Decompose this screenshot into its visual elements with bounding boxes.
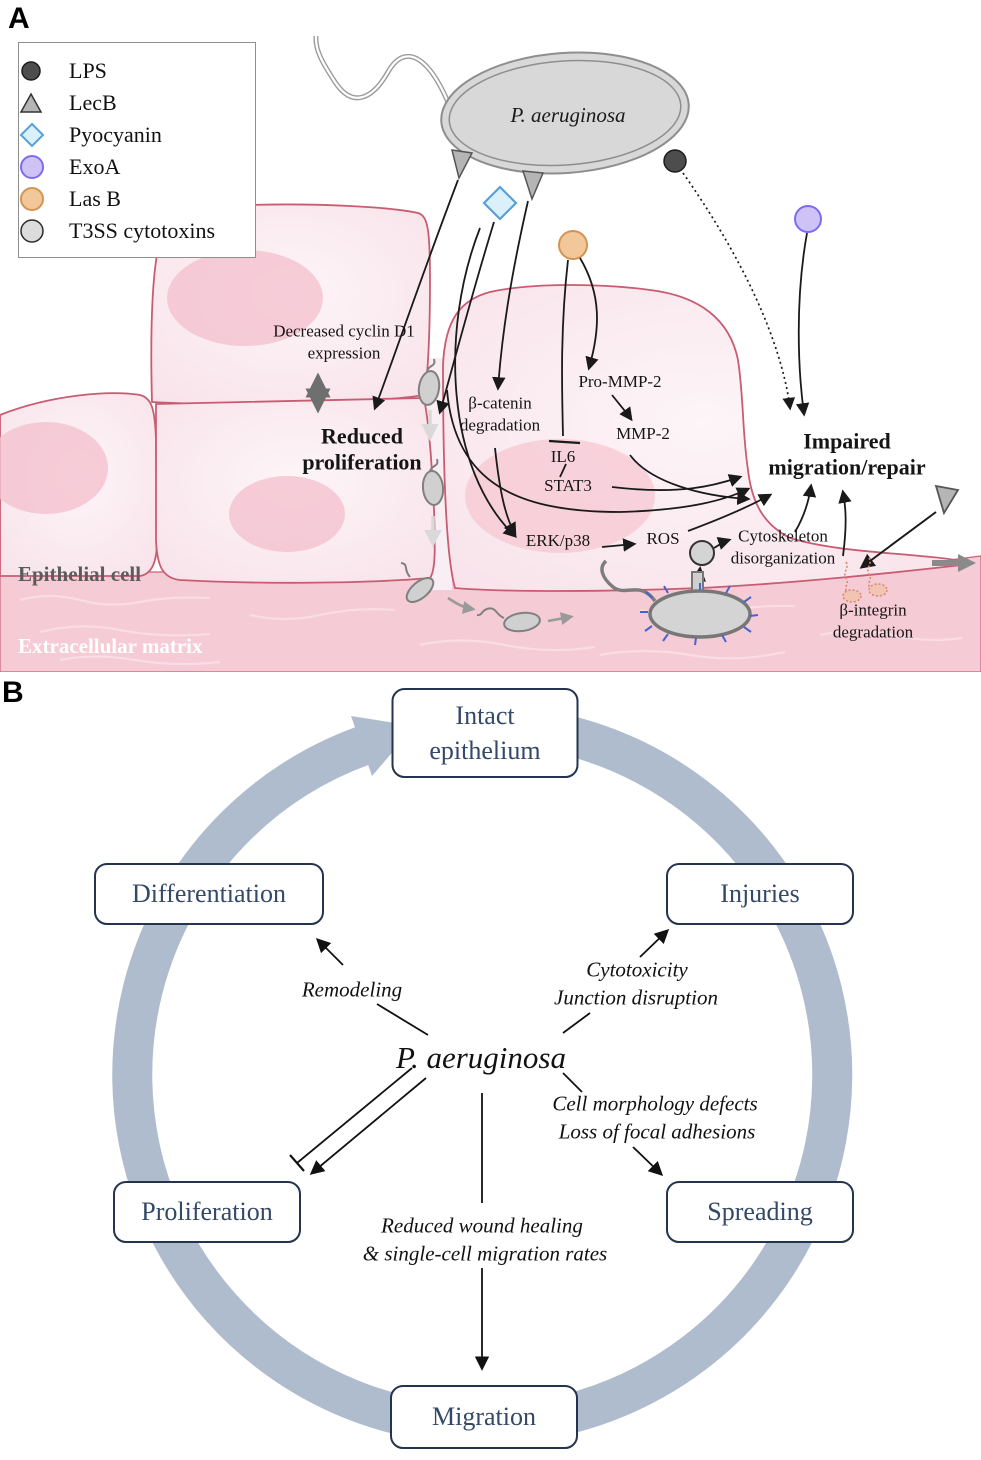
lps-dotted-arrow [682, 172, 796, 411]
edge-label-focal-adhesions: Loss of focal adhesions [558, 1119, 756, 1144]
pili [640, 583, 759, 646]
bacterium-body: P. aeruginosa [313, 35, 690, 202]
node-differentiation: Differentiation [94, 863, 324, 925]
edge-label-cytotoxicity: Cytotoxicity [586, 957, 688, 982]
edge-label-migration-rates: & single-cell migration rates [362, 1241, 608, 1266]
node-migration: Migration [390, 1385, 578, 1449]
label-pro-mmp2: Pro-MMP-2 [578, 372, 662, 392]
label-cytoskeleton: Cytoskeleton disorganization [730, 526, 836, 567]
edge-label-remodeling: Remodeling [301, 977, 403, 1002]
node-injuries: Injuries [666, 863, 854, 925]
label-ros: ROS [646, 529, 680, 549]
lps-icon [663, 149, 687, 173]
bacterium-name: P. aeruginosa [509, 103, 625, 127]
proliferation-inhibition-line [296, 1067, 413, 1164]
lecb-icon [934, 484, 960, 516]
edge-label-cell-morphology: Cell morphology defects [552, 1091, 758, 1116]
lecb-icon [450, 149, 474, 181]
inhibition-bar [289, 1154, 305, 1172]
exoa-arrow [795, 232, 810, 417]
panel-b-label: B [2, 676, 24, 709]
label-reduced-proliferation: Reduced proliferation [302, 423, 422, 475]
legend-item-lps: LPS [21, 55, 243, 87]
panel-a-label: A [8, 2, 30, 35]
legend-item-exoa: ExoA [20, 151, 243, 183]
edge-label-wound-healing: Reduced wound healing [381, 1213, 583, 1238]
exoa-icon [794, 205, 822, 233]
node-intact-epithelium: Intact epithelium [391, 688, 579, 778]
label-extracellular-matrix: Extracellular matrix [18, 634, 203, 658]
legend-item-lasb: Las B [20, 183, 243, 215]
t3ss-cytotoxin-icon [689, 540, 715, 566]
node-proliferation: Proliferation [113, 1181, 301, 1243]
invading-bacteria [400, 358, 759, 646]
label-decreased-cyclin: Decreased cyclin D1 expression [273, 321, 415, 362]
legend: LPS LecB Pyocyanin ExoA Las B T3SS cytot [18, 42, 256, 258]
label-beta-integrin: β-integrin degradation [832, 600, 914, 641]
label-stat3: STAT3 [544, 476, 592, 496]
legend-item-pyocyanin: Pyocyanin [19, 119, 243, 151]
label-epithelial-cell: Epithelial cell [18, 562, 142, 586]
signaling-arrows [372, 172, 937, 593]
center-pathogen-label: P. aeruginosa [396, 1040, 566, 1075]
lasb-icon [558, 230, 588, 260]
inhibition-bar [548, 439, 581, 445]
label-mmp2: MMP-2 [616, 424, 670, 444]
label-beta-catenin: β-catenin degradation [459, 393, 541, 434]
pyocyanin-icon [482, 185, 518, 221]
legend-item-t3ss: T3SS cytotoxins [20, 215, 243, 247]
remodeling-line [376, 1003, 429, 1036]
beta-integrin-fragments [842, 557, 888, 603]
label-il6: IL6 [550, 447, 576, 467]
node-spreading: Spreading [666, 1181, 854, 1243]
edge-label-junction-disruption: Junction disruption [554, 985, 718, 1010]
legend-item-lecb: LecB [19, 87, 243, 119]
label-impaired-migration: Impaired migration/repair [768, 428, 926, 480]
gray-arrows [305, 372, 976, 626]
label-erk-p38: ERK/p38 [525, 531, 591, 551]
lecb-icon [521, 170, 545, 202]
center-arrows [289, 929, 670, 1371]
